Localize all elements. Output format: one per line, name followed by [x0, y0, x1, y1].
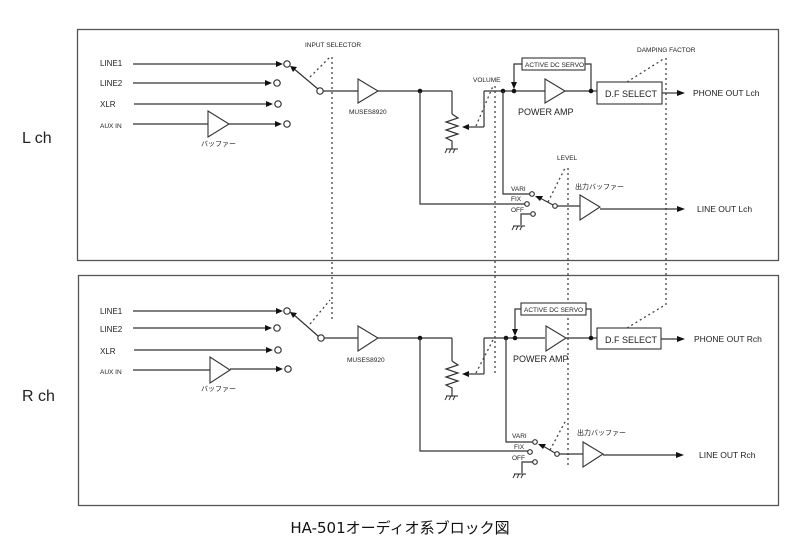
l-channel: LINE1 LINE2 XLR AUX IN バッファー INPUT SELEC… [100, 42, 760, 465]
arrow-icon [676, 452, 684, 458]
phone-out-label: PHONE OUT Rch [694, 334, 762, 344]
level-pivot [552, 203, 558, 209]
channel-label-r: R ch [22, 388, 55, 405]
input-buffer-label: バッファー [201, 140, 236, 148]
selector-arrow-icon [290, 312, 297, 318]
arrow-icon [266, 347, 273, 353]
input-buffer-amp-icon [207, 110, 231, 138]
volume-label: VOLUME [473, 77, 501, 84]
selector-pivot [316, 87, 324, 95]
power-amp-icon [545, 325, 568, 353]
arrow-icon [265, 80, 272, 86]
muses8920-amp-icon [357, 78, 380, 104]
level-pos-vari: VARI [512, 433, 527, 440]
l-channel-frame [76, 28, 780, 262]
power-amp-label: POWER AMP [513, 354, 569, 364]
selector-contact-line2 [273, 79, 281, 87]
volume-wiper-arrow-icon [462, 371, 469, 377]
arrow-icon [677, 90, 685, 96]
level-label: LEVEL [557, 155, 578, 162]
input-label-aux-in: AUX IN [100, 123, 122, 130]
selector-arrow-icon [290, 66, 297, 72]
level-contact-fix [524, 201, 530, 207]
level-pos-fix: FIX [511, 196, 522, 203]
muses8920-amp-icon [357, 325, 380, 353]
input-buffer-label: バッファー [201, 385, 236, 393]
arrow-icon [677, 336, 685, 342]
arrow-icon [276, 308, 283, 314]
input-label-line1: LINE1 [100, 59, 123, 68]
r-channel: LINE1 LINE2 XLR AUX IN バッファー MUSES8920 [100, 299, 762, 479]
diagram-title: HA-501オーディオ系ブロック図 [290, 519, 509, 537]
preamp-label: MUSES8920 [349, 109, 387, 116]
input-label-line2: LINE2 [100, 79, 123, 88]
volume-wiper-arrow-icon [462, 124, 469, 130]
input-label-aux-in: AUX IN [100, 369, 122, 376]
servo-arrow-icon [511, 82, 517, 89]
arrow-icon [275, 121, 282, 127]
input-label-line2: LINE2 [100, 325, 123, 334]
output-buffer-amp-icon [579, 194, 602, 222]
line-out-label: LINE OUT Rch [699, 450, 756, 460]
phone-out-label: PHONE OUT Lch [693, 88, 760, 98]
input-selector-label: INPUT SELECTOR [305, 42, 361, 49]
arrow-icon [677, 206, 685, 212]
ground-icon [444, 148, 459, 154]
output-buffer-label: 出力バッファー [577, 428, 626, 437]
level-pos-vari: VARI [511, 186, 526, 193]
ground-icon [444, 395, 459, 401]
df-select-label: D.F SELECT [605, 335, 658, 345]
selector-contact-xlr [274, 100, 282, 108]
selector-contact-aux [283, 120, 291, 128]
servo-arrow-icon [512, 329, 518, 336]
channel-label-l: L ch [22, 130, 52, 147]
power-amp-icon [544, 78, 567, 104]
ground-icon [512, 473, 527, 479]
level-pos-off: OFF [512, 455, 525, 462]
preamp-label: MUSES8920 [347, 357, 385, 364]
arrow-icon [276, 366, 283, 372]
power-amp-label: POWER AMP [518, 107, 574, 117]
level-arrow-icon [538, 444, 546, 449]
r-channel-frame [77, 274, 780, 507]
input-label-xlr: XLR [100, 100, 116, 109]
input-label-line1: LINE1 [100, 307, 123, 316]
level-arrow-icon [535, 196, 543, 201]
output-buffer-amp-icon [582, 441, 605, 469]
level-contact-vari [532, 439, 538, 445]
level-contact-off [530, 211, 536, 217]
selector-contact-line2 [273, 324, 281, 332]
selector-contact-aux [284, 365, 292, 373]
output-buffer-label: 出力バッファー [575, 182, 624, 191]
arrow-icon [266, 101, 273, 107]
arrow-icon [265, 325, 272, 331]
active-dc-servo-label: ACTIVE DC SERVO [525, 62, 584, 69]
selector-contact-xlr [274, 346, 282, 354]
level-pos-fix: FIX [514, 444, 525, 451]
selector-contact-line1 [283, 307, 291, 315]
ground-icon [511, 225, 526, 231]
damping-factor-label: DAMPING FACTOR [637, 47, 696, 54]
level-contact-off [532, 459, 538, 465]
line-out-label: LINE OUT Lch [697, 204, 752, 214]
active-dc-servo-label: ACTIVE DC SERVO [524, 307, 583, 314]
arrow-icon [276, 61, 283, 67]
df-select-label: D.F SELECT [605, 89, 658, 99]
input-buffer-amp-icon [209, 355, 232, 385]
level-pivot [554, 451, 560, 457]
selector-contact-line1 [283, 60, 291, 68]
level-contact-fix [527, 449, 533, 455]
selector-pivot [317, 334, 325, 342]
input-label-xlr: XLR [100, 347, 116, 356]
level-pos-off: OFF [511, 207, 524, 214]
level-contact-vari [529, 191, 535, 197]
